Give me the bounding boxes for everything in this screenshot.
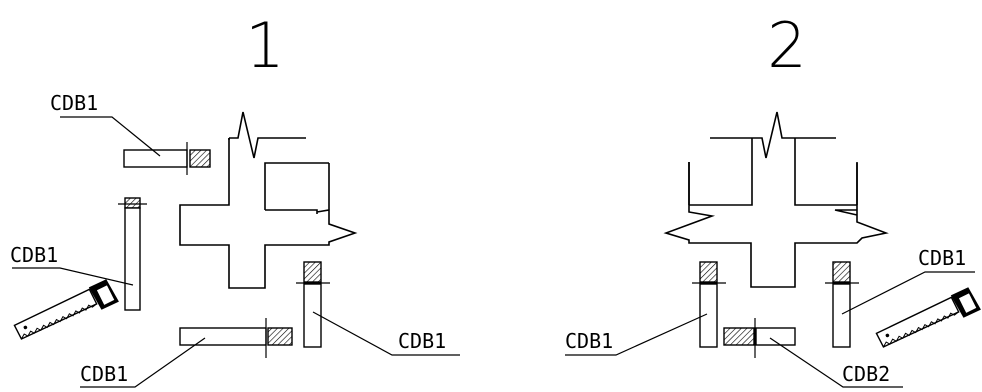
label-2-right: CDB1 — [918, 246, 966, 270]
hatched-end-2-bottom — [723, 327, 755, 346]
label-2-left: CDB1 — [565, 329, 613, 353]
leader-left — [12, 267, 134, 286]
hatched-end-left — [124, 197, 141, 209]
hand-saw-icon — [875, 287, 981, 348]
break-line-top-2 — [710, 111, 836, 159]
plank-2-bottom — [755, 327, 796, 346]
break-line-top-1 — [229, 111, 306, 159]
panel-1-number: 1 — [245, 9, 284, 82]
hatched-end-top-left — [189, 149, 211, 168]
panel-1: 1 CDB1 CDB1 CDB1 CDB1 — [10, 9, 460, 388]
panel-2: 2 CDB1 CDB2 CDB1 — [565, 9, 981, 388]
leader-2-left — [565, 313, 708, 356]
joint-outline-1 — [179, 138, 358, 289]
panel-2-number: 2 — [767, 9, 806, 82]
hatched-end-2-right — [832, 261, 851, 283]
leader-top-left — [60, 116, 161, 157]
label-right: CDB1 — [398, 329, 446, 353]
joint-outline-2 — [663, 138, 889, 288]
leader-2-bottom — [769, 337, 903, 388]
plank-left — [124, 207, 141, 311]
plank-2-left — [699, 283, 718, 348]
label-top-left: CDB1 — [50, 91, 98, 115]
plank-bottom — [179, 327, 267, 346]
label-bottom: CDB1 — [80, 362, 128, 386]
hand-saw-icon — [13, 279, 119, 340]
hatched-end-2-left — [699, 261, 718, 283]
leader-bottom — [80, 337, 206, 388]
hatched-end-bottom — [267, 327, 293, 346]
label-2-bottom-right: CDB2 — [842, 362, 890, 386]
hatched-end-right — [303, 261, 322, 283]
leader-right — [312, 311, 460, 356]
leader-2-right — [841, 271, 975, 315]
label-left: CDB1 — [10, 243, 58, 267]
plank-right — [303, 283, 322, 348]
plank-2-right — [832, 283, 851, 348]
